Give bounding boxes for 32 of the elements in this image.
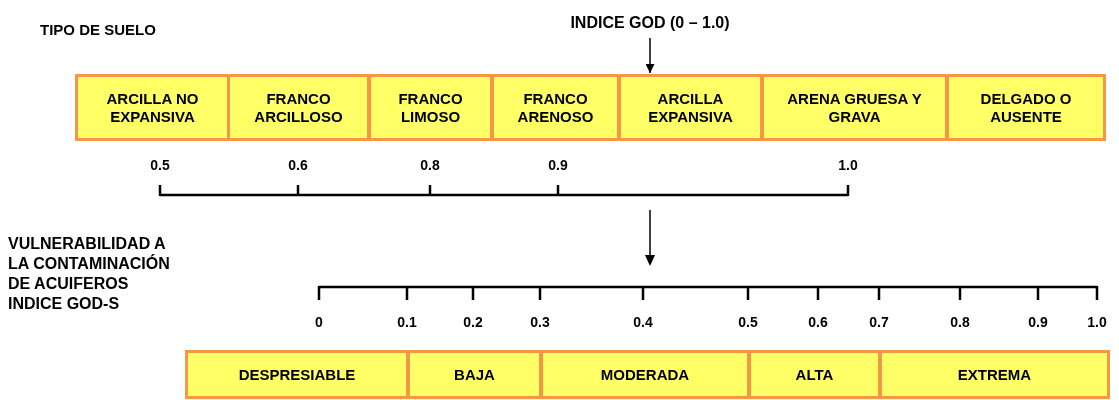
- category-box: MODERADA: [540, 350, 750, 399]
- tick-label: 0.6: [288, 156, 308, 175]
- tick-label: 0.7: [869, 313, 889, 332]
- tick-label: 0.6: [808, 313, 828, 332]
- category-box: EXTREMA: [879, 350, 1110, 399]
- tick-label: 1.0: [1087, 313, 1107, 332]
- tick-label: 0.9: [1028, 313, 1048, 332]
- category-box: BAJA: [407, 350, 542, 399]
- tick-label: 0.8: [420, 156, 440, 175]
- tick-label: 0.8: [950, 313, 970, 332]
- tick-label: 0: [315, 313, 323, 332]
- tick-label: 0.1: [397, 313, 417, 332]
- arrow: [645, 37, 655, 74]
- tick-label: 0.5: [738, 313, 758, 332]
- tick-label: 0.9: [548, 156, 568, 175]
- category-box: ALTA: [748, 350, 881, 399]
- axis-title: VULNERABILIDAD A LA CONTAMINACIÓN DE ACUIFEROS INDICE GOD-S: [8, 234, 170, 314]
- tick-label: 0.5: [150, 156, 170, 175]
- axis-title: TIPO DE SUELO: [40, 20, 156, 40]
- category-box: DESPRESIABLE: [185, 350, 409, 399]
- tick-label: 0.3: [530, 313, 550, 332]
- tick-label: 0.4: [633, 313, 653, 332]
- category-box: ARCILLA EXPANSIVA: [618, 74, 763, 141]
- tick-label: 0.2: [463, 313, 483, 332]
- category-box: ARENA GRUESA Y GRAVA: [761, 74, 948, 141]
- category-box: FRANCO LIMOSO: [368, 74, 493, 141]
- category-box: DELGADO O AUSENTE: [946, 74, 1106, 141]
- category-box: FRANCO ARCILLOSO: [227, 74, 370, 141]
- index-heading: INDICE GOD (0 – 1.0): [570, 14, 730, 32]
- category-box: FRANCO ARENOSO: [491, 74, 620, 141]
- tick-label: 1.0: [838, 156, 858, 175]
- category-box: ARCILLA NO EXPANSIVA: [75, 74, 230, 141]
